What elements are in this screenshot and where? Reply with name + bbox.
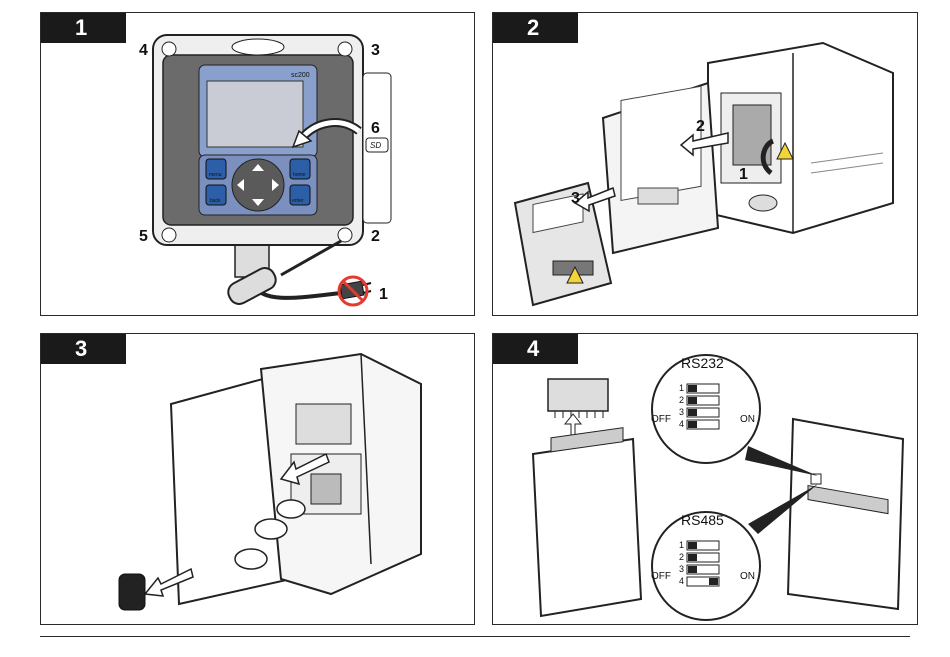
- callout-1: 1: [739, 166, 748, 183]
- step-1-illustration: sc200 menu back home enter SD 4: [41, 13, 474, 315]
- callout-3: 3: [371, 42, 380, 59]
- gland-1: [255, 519, 287, 539]
- callout-4: 4: [139, 42, 148, 59]
- callout-6: 6: [371, 120, 380, 137]
- cable-gland: [749, 195, 777, 211]
- rs232-n2: 2: [679, 395, 684, 405]
- screw-5-icon: [162, 228, 176, 242]
- screw-4-icon: [162, 42, 176, 56]
- display-screen: [207, 81, 303, 147]
- rs232-on-label: ON: [740, 414, 755, 425]
- rs232-title: RS232: [681, 355, 724, 371]
- rs232-off-label: OFF: [651, 414, 671, 425]
- step-3-illustration: [41, 334, 474, 624]
- callout-1: 1: [379, 286, 388, 303]
- enter-label: enter: [292, 198, 304, 204]
- gland-2: [235, 549, 267, 569]
- step-4-illustration: RS232 OFF ON 1 2 3 4 RS485 OFF ON 1 2 3 …: [493, 334, 917, 624]
- model-label: sc200: [291, 72, 310, 79]
- panel-step-1: 1 sc200 menu back home enter: [40, 12, 475, 316]
- rs485-n2: 2: [679, 552, 684, 562]
- rs485-n3: 3: [679, 564, 684, 574]
- rs485-n1: 1: [679, 540, 684, 550]
- inner-connector: [311, 474, 341, 504]
- rs232-n4: 4: [679, 419, 684, 429]
- terminal-block: [548, 379, 608, 411]
- callout-2: 2: [371, 228, 380, 245]
- home-label: home: [293, 172, 306, 178]
- step-2-illustration: 2 1 3: [493, 13, 917, 315]
- rs485-off-label: OFF: [651, 571, 671, 582]
- footer-rule: [40, 636, 910, 637]
- gland-3: [277, 500, 305, 518]
- rs485-title: RS485: [681, 512, 724, 528]
- sd-label: SD: [370, 141, 381, 150]
- module-right: [788, 419, 903, 609]
- removed-plug: [119, 574, 145, 610]
- module-left: [533, 439, 641, 616]
- menu-label: menu: [209, 172, 222, 178]
- rs232-n3: 3: [679, 407, 684, 417]
- screw-3-icon: [338, 42, 352, 56]
- panel-step-3: 3: [40, 333, 475, 625]
- panel-step-2: 2 2 1 3: [492, 12, 918, 316]
- callout-5: 5: [139, 228, 148, 245]
- callout-3: 3: [571, 190, 580, 207]
- rs232-n1: 1: [679, 383, 684, 393]
- top-badge: [232, 39, 284, 55]
- callout-2: 2: [696, 118, 705, 135]
- screwdriver-shaft: [281, 241, 341, 275]
- rs485-on-label: ON: [740, 571, 755, 582]
- panel-step-4: 4 RS232 OFF ON 1 2 3 4: [492, 333, 918, 625]
- rs485-n4: 4: [679, 576, 684, 586]
- back-label: back: [210, 198, 221, 204]
